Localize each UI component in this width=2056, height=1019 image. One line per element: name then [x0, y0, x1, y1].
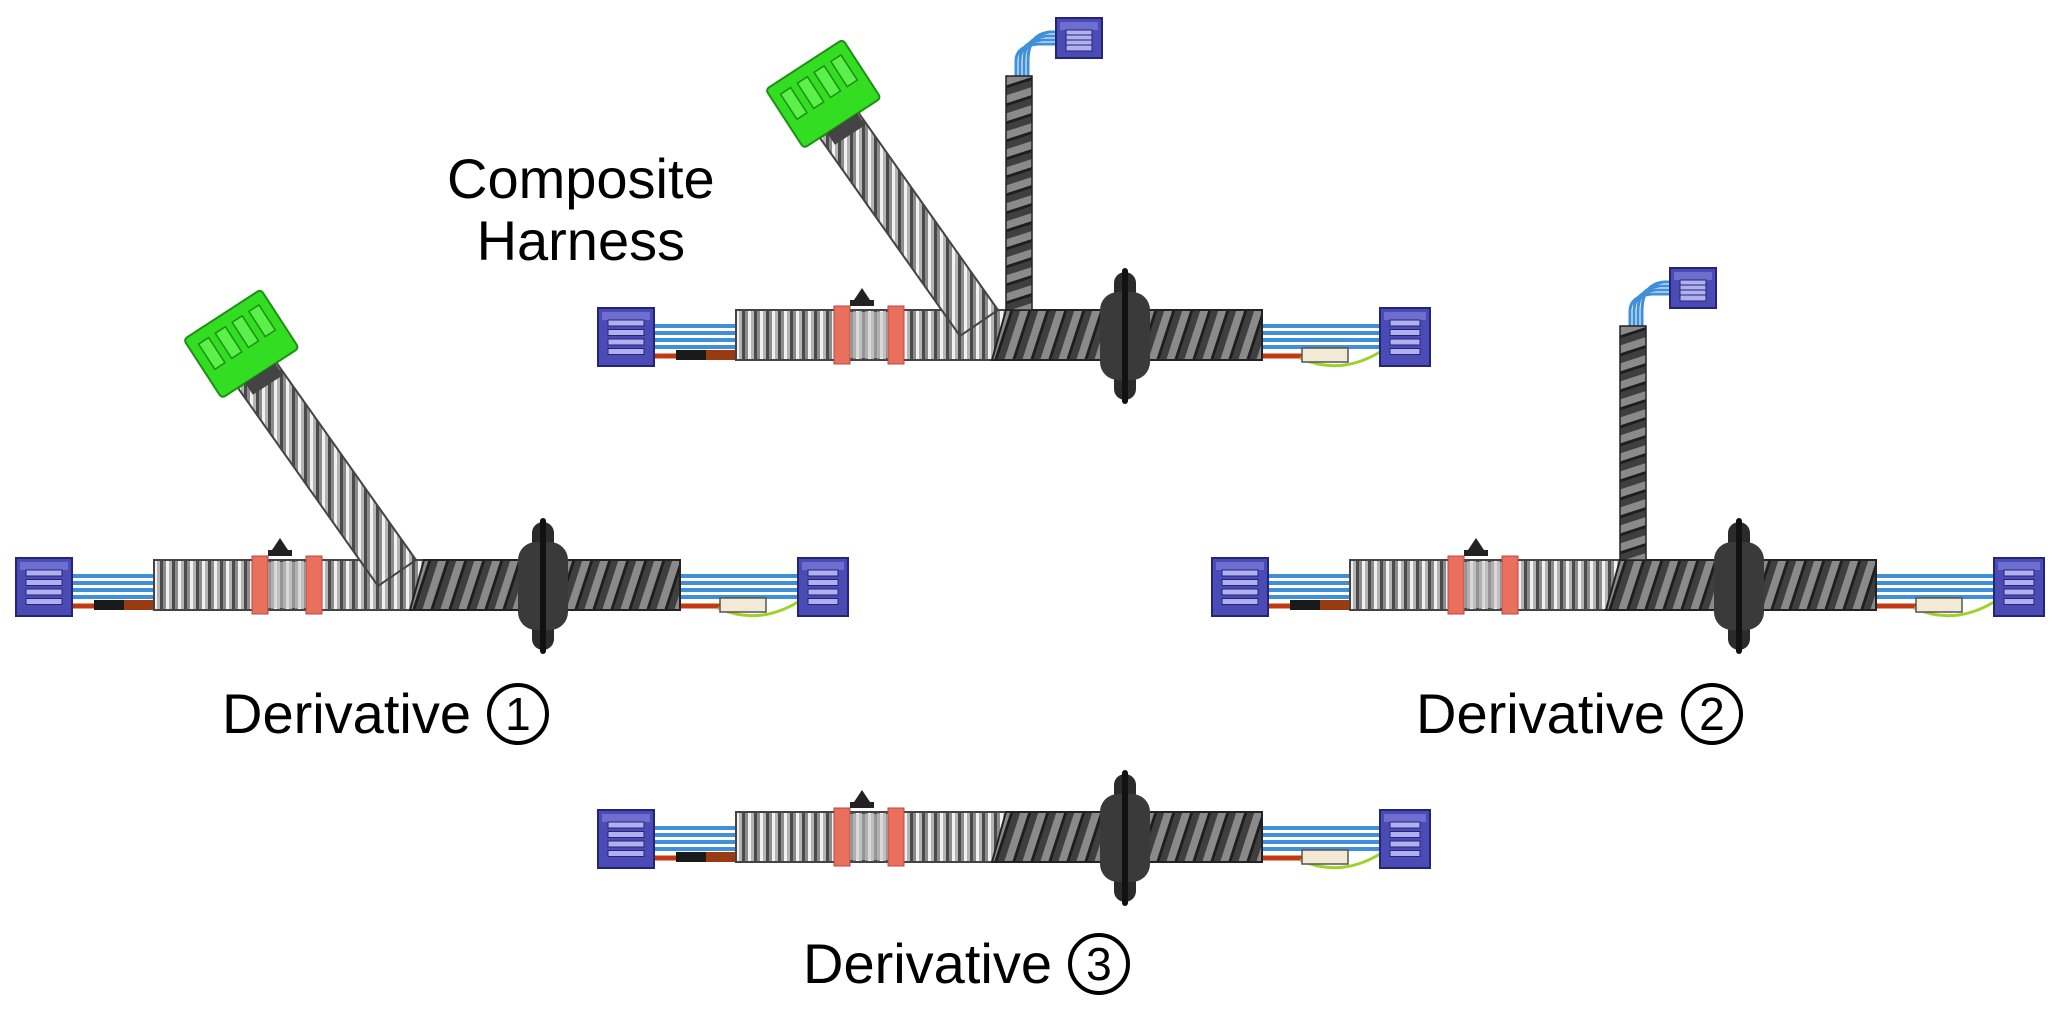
- derivative-1-green-connector: [184, 289, 299, 398]
- title-line-1: Composite: [447, 147, 715, 210]
- derivative-2-clip: [1464, 538, 1488, 556]
- derivative-1-text: Derivative: [222, 682, 471, 745]
- derivative-2-splice: [1290, 600, 1320, 610]
- composite-right-connector: [1379, 307, 1431, 367]
- derivative-2-clamp-band: [1447, 555, 1465, 615]
- derivative-3-text: Derivative: [803, 932, 1052, 995]
- composite-left-connector: [597, 307, 655, 367]
- derivative-1-label: Derivative 1: [222, 682, 549, 746]
- derivative-3-splice: [676, 852, 706, 862]
- composite-branch-tube: [818, 110, 1000, 338]
- derivative-3-left-connector: [597, 809, 655, 869]
- derivative-2-text: Derivative: [1416, 682, 1665, 745]
- composite-branch-connector: [1055, 17, 1103, 59]
- derivative-2-harness: [1211, 267, 2045, 654]
- composite-branch-spiral: [1005, 75, 1033, 311]
- derivative-2-label: Derivative 2: [1416, 682, 1743, 746]
- derivative-1-inline-fuse: [719, 597, 767, 613]
- derivative-3-inline-fuse: [1301, 849, 1349, 865]
- title-line-2: Harness: [476, 209, 686, 272]
- derivative-2-branch-connector: [1669, 267, 1717, 309]
- derivative-3-clip: [850, 790, 874, 808]
- derivative-2-right-connector: [1993, 557, 2045, 617]
- derivative-2-inline-fuse: [1915, 597, 1963, 613]
- derivative-2-blue-branch: [1619, 267, 1717, 561]
- derivative-1-number: 1: [486, 683, 549, 745]
- composite-blue-branch: [1005, 17, 1103, 311]
- derivative-3-number: 3: [1067, 933, 1130, 995]
- derivative-3-label: Derivative 3: [803, 932, 1130, 996]
- derivative-3-clamp-band: [833, 807, 851, 867]
- derivative-1-green-branch: [184, 289, 418, 588]
- derivative-3-right-connector: [1379, 809, 1431, 869]
- composite-clamp-band: [833, 305, 851, 365]
- derivative-1-harness: [15, 289, 849, 654]
- composite-green-branch: [766, 39, 1000, 338]
- composite-inline-fuse: [1301, 347, 1349, 363]
- composite-harness: [597, 17, 1431, 404]
- derivative-2-branch-spiral: [1619, 325, 1647, 561]
- composite-clip: [850, 288, 874, 306]
- derivative-2-number: 2: [1680, 683, 1743, 745]
- derivative-3-harness: [597, 770, 1431, 906]
- derivative-1-clamp-band: [251, 555, 269, 615]
- derivative-1-splice: [94, 600, 124, 610]
- derivative-1-clip: [268, 538, 292, 556]
- derivative-2-left-connector: [1211, 557, 1269, 617]
- derivative-1-left-connector: [15, 557, 73, 617]
- derivative-1-right-connector: [797, 557, 849, 617]
- composite-green-connector: [766, 39, 881, 148]
- derivative-1-branch-tube: [236, 360, 418, 588]
- composite-harness-title: Composite Harness: [447, 148, 715, 272]
- composite-splice: [676, 350, 706, 360]
